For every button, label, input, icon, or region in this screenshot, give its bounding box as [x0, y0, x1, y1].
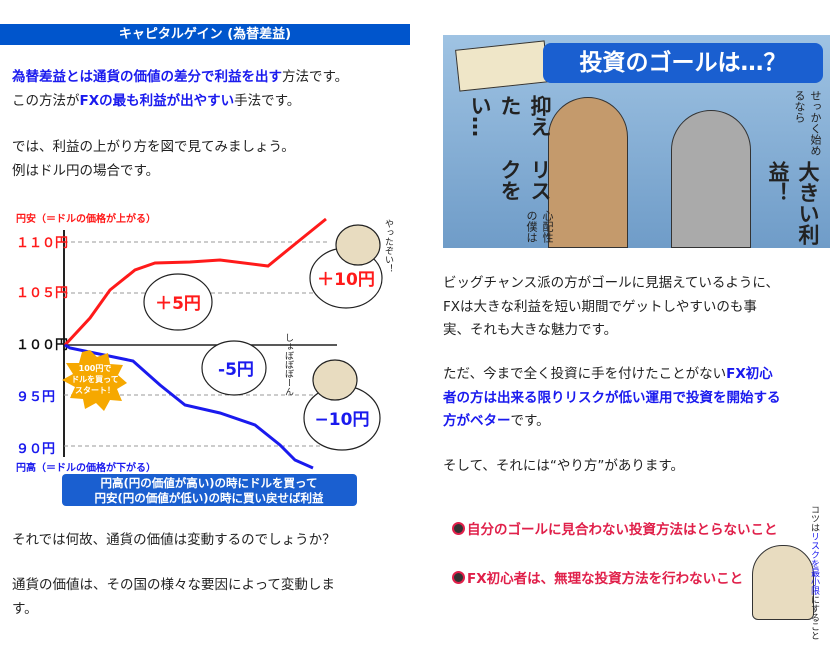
- tick-95: ９５円: [16, 390, 55, 405]
- yen-weak-line: [63, 217, 327, 347]
- cat-exclaim: やったぞい！: [383, 219, 394, 273]
- bubble-text: -5円: [218, 360, 254, 380]
- paragraph: ビッグチャンス派の方がゴールに見据えているように、 FXは大きな利益を短い期間で…: [443, 272, 779, 343]
- rule-item: FX初心者は、無理な投資方法を行わないこと: [452, 567, 743, 587]
- paragraph: そして、それには“やり方”があります。: [443, 458, 685, 474]
- text: コツは: [809, 505, 819, 532]
- text-line: FXは大きな利益を短い期間でゲットしやすいのも事: [443, 298, 757, 315]
- cat-advisor-icon: [752, 545, 814, 620]
- intro-paragraph: 為替差益とは通貨の価値の差分で利益を出す方法です。 この方法がFXの最も利益が出…: [12, 66, 348, 113]
- speech-bubble: [143, 273, 213, 331]
- bubble-text: −10円: [315, 410, 370, 430]
- banner-title: 投資のゴールは…？: [543, 43, 823, 83]
- bubble-text: ＋5円: [155, 294, 201, 314]
- burst-text: 100円で: [79, 364, 112, 373]
- highlight-text: FX初心: [726, 366, 773, 382]
- woman-speech: せっかく始めるなら 大きい利益！: [763, 90, 823, 248]
- text-line: ビッグチャンス派の方がゴールに見据えているように、: [443, 275, 780, 291]
- prohibited-icon: [452, 570, 465, 584]
- text: 手法です。: [234, 92, 301, 109]
- text-line: す。: [12, 600, 38, 617]
- banner-text: 円高(円の価値が高い)の時にドルを買って: [101, 476, 318, 490]
- paragraph: 通貨の価値は、その国の様々な要因によって変動しま す。: [12, 574, 335, 621]
- woman-figure: [671, 110, 751, 248]
- man-speech: 抑えたい… リスクを 心配性の僕は: [465, 95, 555, 248]
- top-label: 円安（＝ドルの価格が上がる）: [16, 212, 156, 225]
- text: せっかく始めるなら: [793, 90, 822, 156]
- prohibited-icon: [452, 521, 465, 535]
- text: 大きい利益！: [766, 161, 820, 246]
- yen-strong-line: [64, 343, 314, 470]
- rule-text: 自分のゴールに見合わない投資方法はとらないこと: [467, 522, 778, 538]
- investment-goal-illustration: 投資のゴールは…？ 抑えたい… リスクを 心配性の僕は せっかく始めるなら 大き…: [443, 35, 830, 248]
- highlight-text: 者の方は出来る限りリスクが低い運用で投資を開始する: [443, 389, 781, 406]
- cat-sad-icon: [312, 359, 358, 401]
- text: 最小限: [809, 568, 819, 595]
- text-line: 例はドル円の場合です。: [12, 162, 160, 179]
- bubble-text: ＋10円: [317, 270, 375, 290]
- summary-banner: [62, 474, 357, 506]
- tick-110: １１０円: [16, 236, 68, 251]
- text-line: 実、それも大きな魅力です。: [443, 322, 618, 338]
- highlight-text: 為替差益とは通貨の価値の差分で利益を出す: [12, 69, 282, 85]
- tick-105: １０５円: [16, 286, 68, 301]
- text: ただ、今まで全く投資に手を付けたことがない: [443, 366, 727, 382]
- cat-happy-icon: [335, 224, 381, 266]
- rule-item: 自分のゴールに見合わない投資方法はとらないこと: [452, 518, 778, 538]
- burst-text: ドルを買って: [71, 375, 119, 384]
- text: 心配性の僕は: [525, 209, 554, 243]
- start-burst: [62, 350, 127, 411]
- paragraph: ただ、今まで全く投資に手を付けたことがないFX初心 者の方は出来る限りリスクが低…: [443, 363, 781, 434]
- burst-text: スタート！: [75, 385, 115, 395]
- rule-text: FX初心者は、無理な投資方法を行わないこと: [467, 571, 744, 587]
- section-header: キャピタルゲイン (為替差益): [0, 24, 410, 45]
- tick-90: ９０円: [16, 442, 55, 457]
- text-line: 通貨の価値は、その国の様々な要因によって変動しま: [12, 577, 335, 593]
- text: です。: [510, 413, 550, 429]
- banner-text: 円安(円の価値が低い)の時に買い戻せば利益: [94, 491, 324, 505]
- man-figure: [548, 97, 628, 248]
- cat-sigh: しょぼぼぼーん: [283, 333, 294, 396]
- text: この方法が: [12, 92, 80, 109]
- paragraph: それでは何故、通貨の価値は変動するのでしょうか？: [12, 532, 336, 548]
- highlight-text: FXの最も利益が出やすい: [79, 92, 235, 109]
- text-line: では、利益の上がり方を図で見てみましょう。: [12, 139, 295, 155]
- tick-100: １００円: [16, 338, 68, 353]
- text: リスクを: [498, 158, 552, 201]
- highlight-text: 方がベター: [443, 413, 511, 429]
- exchange-rate-figure: 円安（＝ドルの価格が上がる） １１０円 １０５円 １００円 ９５円 ９０円 円高…: [16, 212, 394, 506]
- bottom-label: 円高（＝ドルの価格が下がる）: [16, 461, 156, 474]
- cat-note: コツはリスクを 最小限にすること: [808, 505, 819, 640]
- speech-bubble: [201, 340, 267, 396]
- text: にすること: [809, 595, 819, 640]
- banknote-icon: [455, 40, 549, 92]
- text: 抑えたい…: [468, 95, 552, 137]
- text: 方法です。: [282, 69, 349, 85]
- paragraph: では、利益の上がり方を図で見てみましょう。 例はドル円の場合です。: [12, 136, 295, 183]
- text: リスクを: [809, 532, 819, 568]
